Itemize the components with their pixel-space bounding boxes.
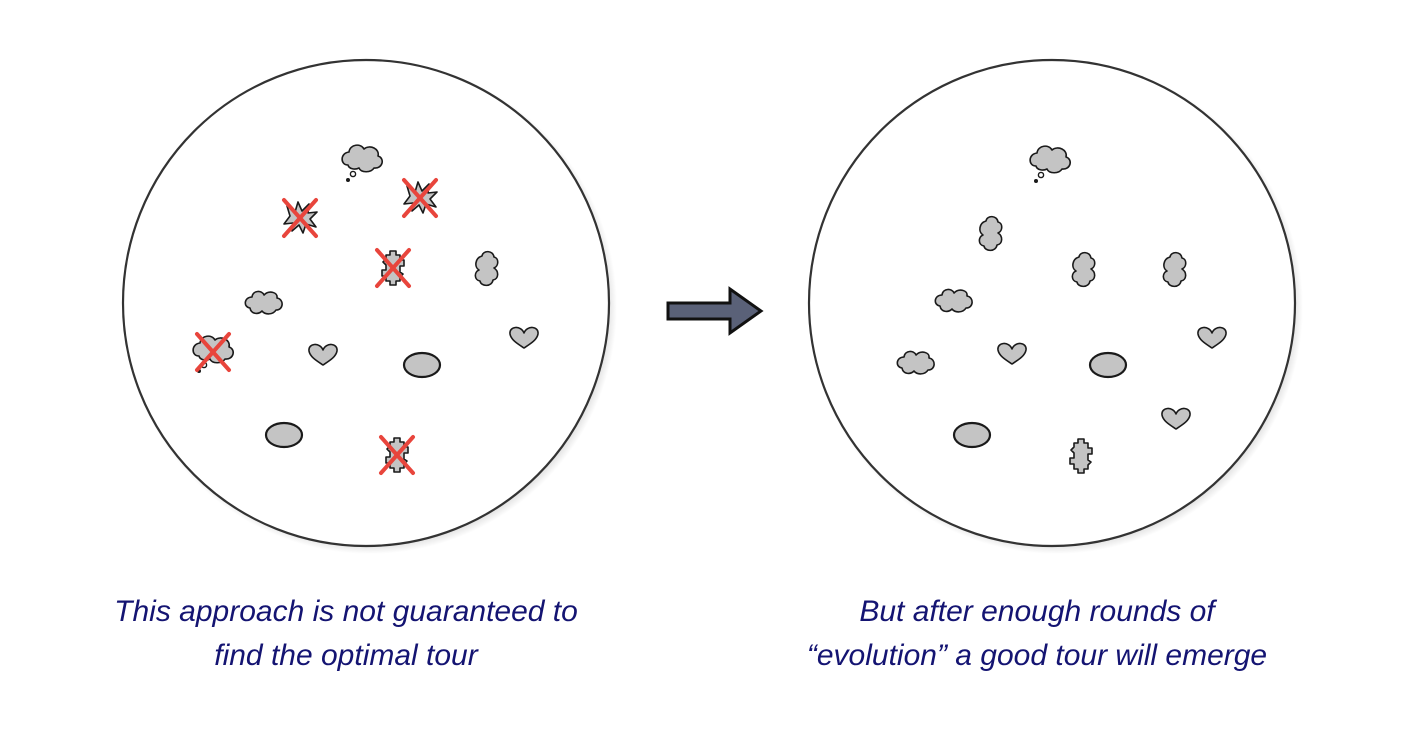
left-shapes-group [192,144,539,475]
right-shape-cloud [1071,251,1096,288]
left-shape-ellipse [264,421,304,449]
left-shape-thought-bubble [341,144,383,182]
left-cross-mark [375,248,411,288]
left-shape-cloud [244,290,283,315]
left-caption-line-2: find the optimal tour [214,639,478,672]
right-shape-cloud [1162,251,1187,288]
left-caption-line-1: This approach is not guaranteed to [114,595,578,628]
right-shape-cloud [978,215,1003,252]
right-arrow-icon [666,286,764,336]
left-cross-mark [402,178,438,218]
right-shape-cloud [934,288,973,313]
left-cross-mark [195,332,231,372]
right-caption-line-1: But after enough rounds of [859,595,1215,628]
right-caption: But after enough rounds of “evolution” a… [757,590,1317,678]
left-shape-heart [509,326,539,349]
right-shape-heart [1197,326,1227,349]
right-shape-puzzle-piece [1069,438,1093,474]
right-shape-ellipse [952,421,992,449]
left-shape-ellipse [402,351,442,379]
right-caption-line-2: “evolution” a good tour will emerge [806,639,1268,672]
right-shape-heart [1161,407,1191,430]
left-shape-heart [308,343,338,366]
right-shapes-group [896,145,1227,474]
left-shape-cloud [474,250,499,287]
left-population-panel [121,58,617,554]
left-cross-mark [282,198,318,238]
right-shape-heart [997,342,1027,365]
right-population-circle [807,58,1297,548]
left-caption: This approach is not guaranteed to find … [66,590,626,678]
left-population-circle [121,58,611,548]
right-population-panel [807,58,1303,554]
right-shape-cloud [896,350,935,375]
right-shape-ellipse [1088,351,1128,379]
left-cross-mark [379,435,415,475]
right-shape-thought-bubble [1029,145,1071,183]
